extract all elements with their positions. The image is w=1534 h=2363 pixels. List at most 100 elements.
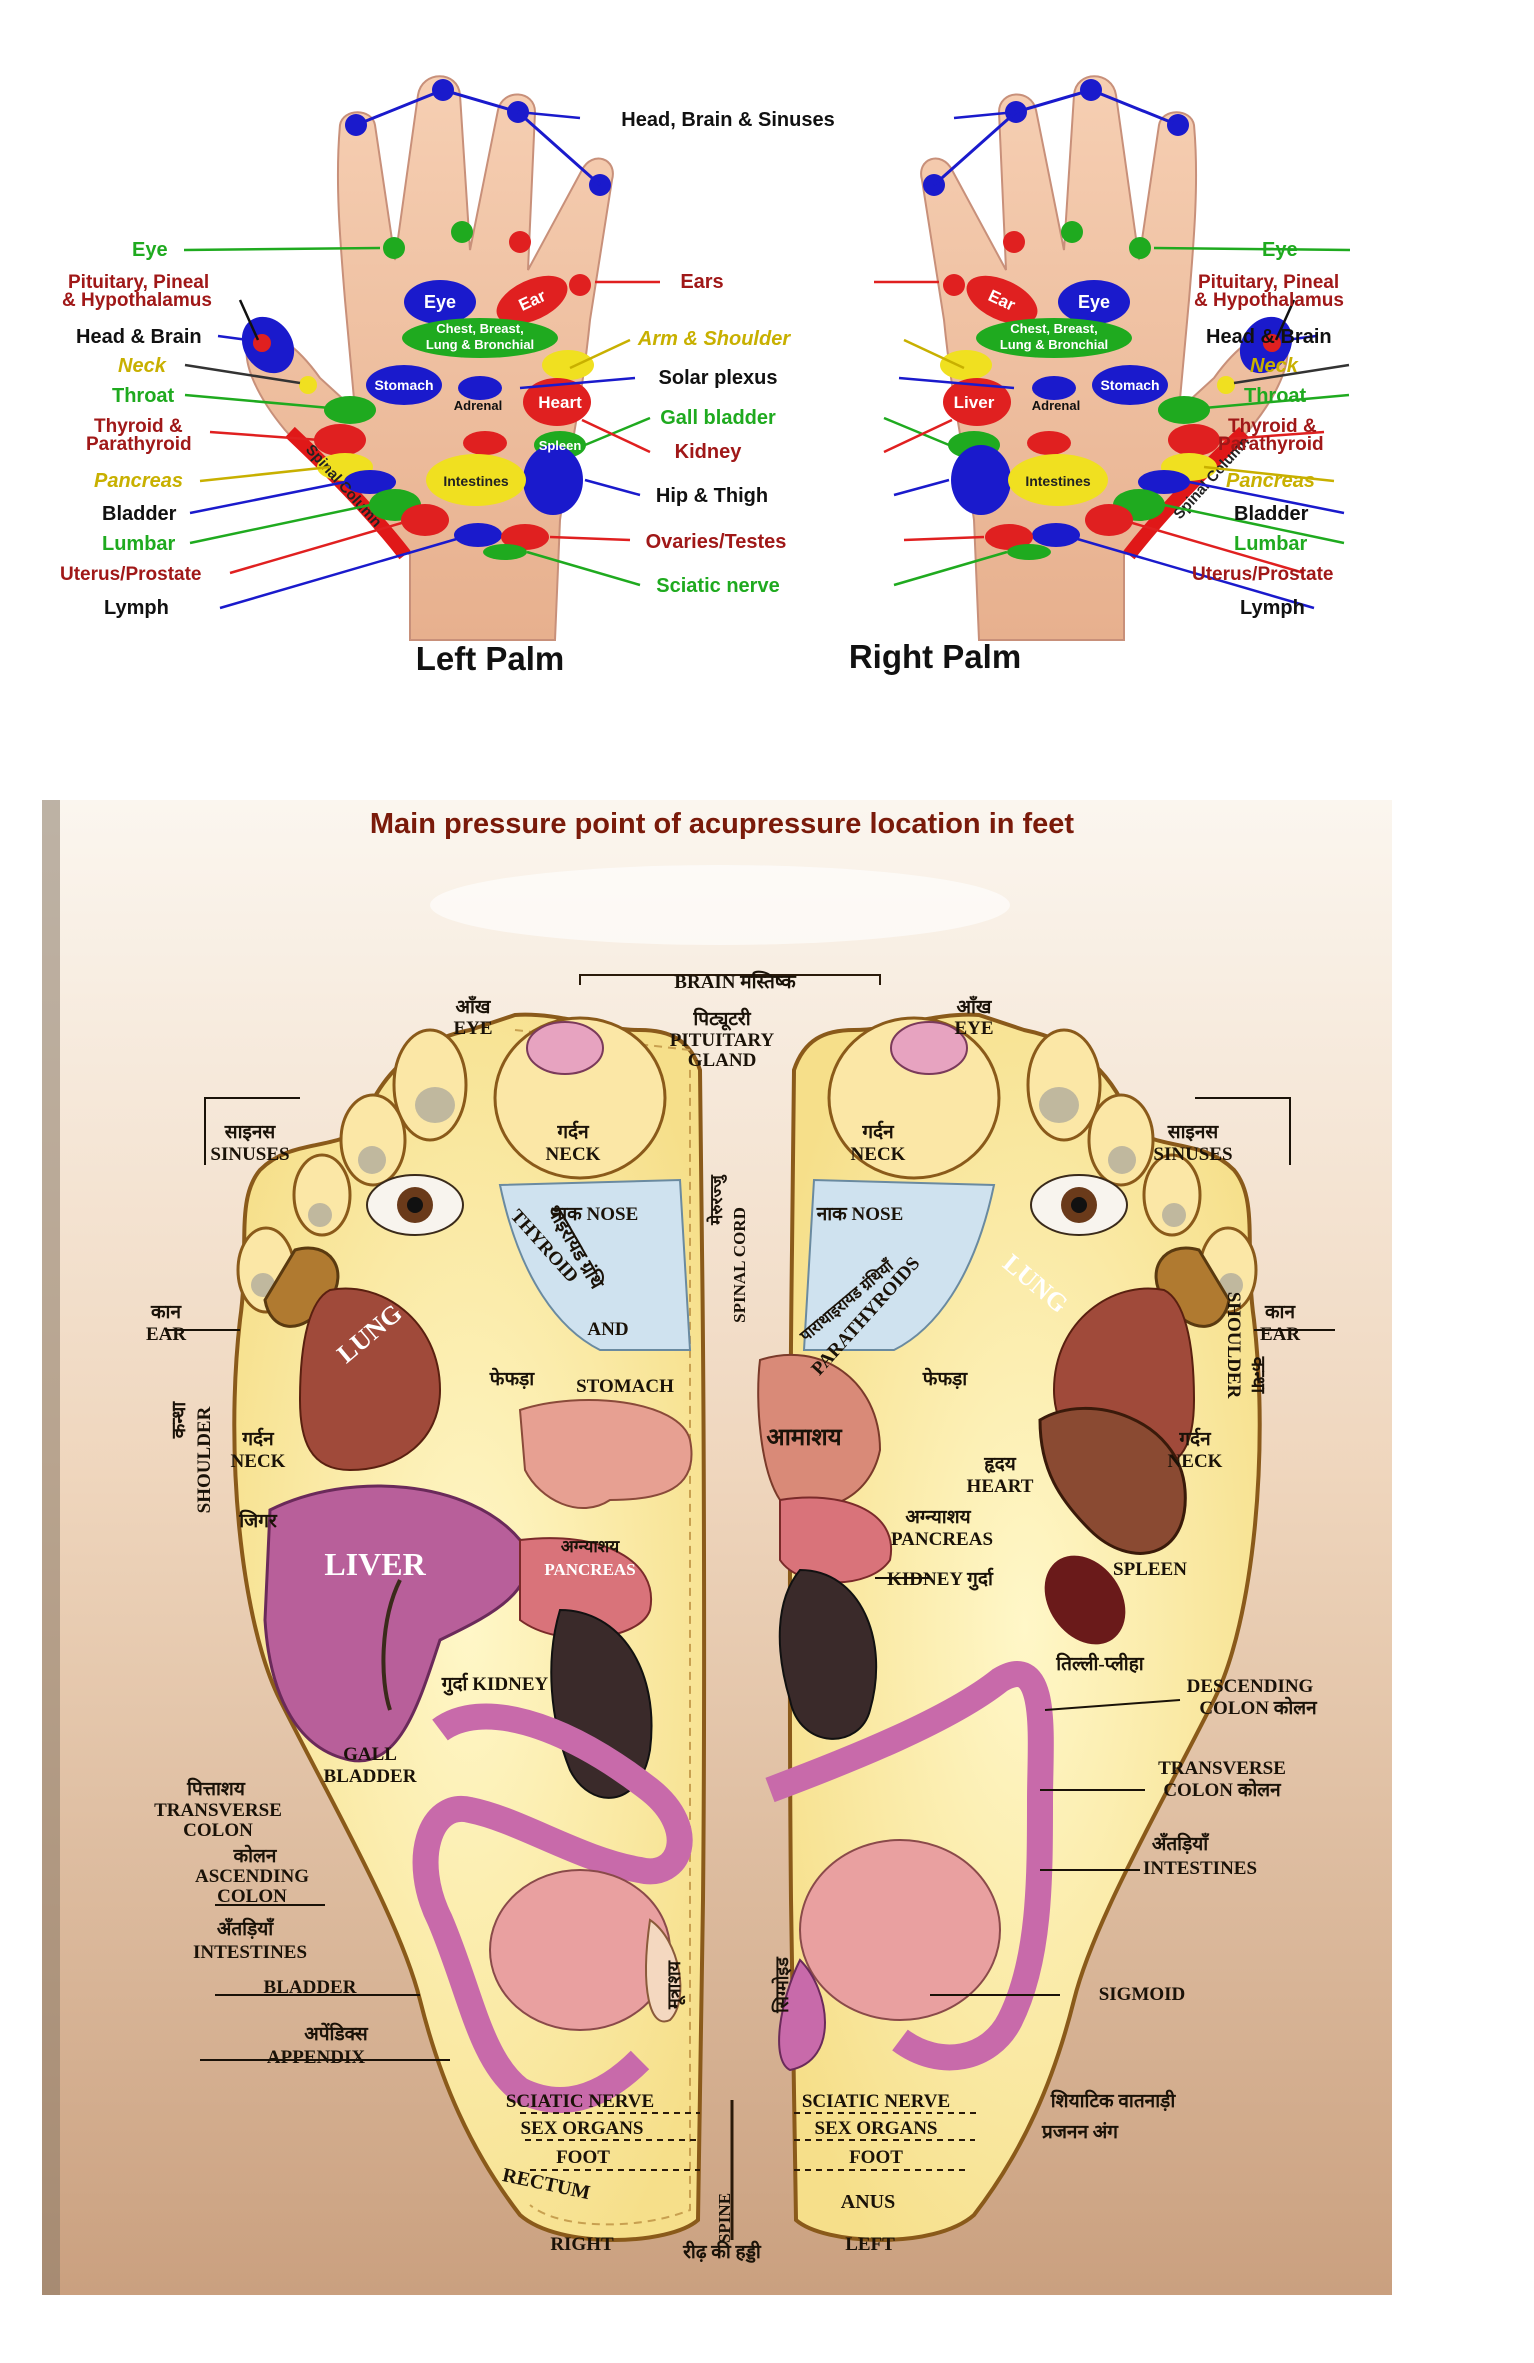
label-pancreas-right: Pancreas	[1226, 470, 1315, 492]
label-gall-1: GALL	[343, 1744, 397, 1765]
label-shoulder-right: SHOULDER	[1223, 1292, 1244, 1399]
left-palm-spleen: Spleen	[539, 438, 582, 453]
label-pancreas-right: PANCREAS	[891, 1529, 993, 1550]
label-throat-right: Throat	[1244, 385, 1307, 407]
label-neck-hi-left: गर्दन	[241, 1427, 275, 1450]
label-neck-left: Neck	[118, 355, 167, 377]
label-thyroid-right-2: Parathyroid	[1218, 434, 1324, 455]
label-intestines-hi-left: अँतड़ियाँ	[217, 1917, 275, 1940]
right-palm-caption: Right Palm	[849, 638, 1021, 675]
label-lung-hi-left: फेफड़ा	[489, 1367, 535, 1390]
kidney-organ-right	[778, 1568, 878, 1740]
label-brain: BRAIN मस्तिष्क	[674, 970, 797, 993]
label-foot-right: FOOT	[849, 2147, 903, 2168]
right-palm-chest-1: Chest, Breast,	[1010, 321, 1097, 336]
label-right-foot: RIGHT	[550, 2234, 614, 2255]
label-liver-hi: जिगर	[238, 1509, 278, 1532]
label-pituitary-right-1: Pituitary, Pineal	[1198, 272, 1339, 293]
right-palm-liver: Liver	[954, 393, 995, 412]
parathyroid-zone	[802, 1178, 996, 1351]
label-stomach-hi: आमाशय	[766, 1425, 842, 1451]
label-neck-left-toe: NECK	[546, 1144, 601, 1165]
label-thyroid-left-1: Thyroid &	[94, 416, 183, 437]
label-ear-hi-left: कान	[150, 1302, 183, 1323]
label-head-brain-left: Head & Brain	[76, 326, 202, 348]
label-ascending: ASCENDING	[195, 1866, 309, 1887]
label-solar-plexus: Solar plexus	[659, 367, 778, 389]
right-hand-labels: Eye Pituitary, Pineal & Hypothalamus Hea…	[1192, 239, 1344, 619]
right-palm-zones	[923, 79, 1293, 560]
brain-organ-right	[890, 1021, 968, 1075]
left-hand-labels: Eye Pituitary, Pineal & Hypothalamus Hea…	[60, 239, 212, 619]
label-shoulder-left: SHOULDER	[194, 1406, 215, 1513]
label-spinal-cord-hi: मेरुरज्जु	[706, 1174, 727, 1226]
left-palm-heart: Heart	[538, 393, 582, 412]
hands-section: Eye Ear Chest, Breast, Lung & Bronchial …	[60, 75, 1351, 677]
label-neck-hi-right: गर्दन	[1178, 1427, 1212, 1450]
label-sex-right: SEX ORGANS	[815, 2118, 938, 2139]
label-spine: SPINE	[715, 2193, 734, 2243]
label-heart: HEART	[967, 1476, 1034, 1497]
right-palm-intestines: Intestines	[1025, 473, 1091, 489]
label-neck-right: Neck	[1250, 355, 1299, 377]
label-colon-left-2: COLON	[217, 1886, 287, 1907]
label-eye-hi-left: आँख	[456, 995, 492, 1018]
colon-organ-right	[765, 1661, 1054, 2071]
label-pancreas-hi-left: अग्न्याशय	[561, 1537, 621, 1556]
label-spinal-cord: SPINAL CORD	[730, 1207, 749, 1323]
label-pituitary-right-2: & Hypothalamus	[1194, 290, 1344, 311]
label-intestines-hi-right: अँतड़ियाँ	[1152, 1832, 1210, 1855]
right-foot-labels: BRAIN मस्तिष्क पिट्यूटरी PITUITARY GLAND…	[146, 970, 1318, 2263]
label-stomach: STOMACH	[576, 1376, 674, 1397]
left-palm-stomach: Stomach	[374, 377, 433, 393]
left-palm-caption: Left Palm	[416, 640, 565, 677]
label-appendix-hi: अपेंडिक्स	[304, 2022, 369, 2045]
right-palm-chest-2: Lung & Bronchial	[1000, 337, 1108, 352]
label-gall-2: BLADDER	[324, 1766, 417, 1787]
label-pituitary-hi: पिट्यूटरी	[692, 1007, 751, 1031]
label-descending-1: DESCENDING	[1187, 1676, 1314, 1697]
center-hand-labels: Head, Brain & Sinuses Ears Arm & Shoulde…	[621, 109, 834, 597]
left-palm-adrenal: Adrenal	[454, 398, 502, 413]
right-leader-lines	[874, 110, 1351, 610]
label-eye-left: Eye	[132, 239, 168, 261]
label-ear-hi-right: कान	[1264, 1302, 1297, 1323]
stomach-organ-right	[757, 1353, 882, 1509]
label-throat-left: Throat	[112, 385, 175, 407]
label-head-brain-right: Head & Brain	[1206, 326, 1332, 348]
label-lumbar-left: Lumbar	[102, 533, 176, 555]
left-palm-zones	[241, 79, 611, 560]
left-palm-intestines: Intestines	[443, 473, 509, 489]
left-palm-chest-2: Lung & Bronchial	[426, 337, 534, 352]
label-pancreas-left: Pancreas	[94, 470, 183, 492]
label-ear-left: EAR	[146, 1324, 186, 1345]
left-leader-lines	[183, 110, 660, 610]
left-palm-chest-1: Chest, Breast,	[436, 321, 523, 336]
label-sinus-hi-left: साइनस	[224, 1122, 277, 1143]
label-sinus-left: SINUSES	[210, 1144, 289, 1165]
feet-leader-lines	[165, 1097, 1335, 2061]
feet-divisions	[520, 974, 980, 2240]
label-bladder: BLADDER	[264, 1977, 357, 1998]
label-nose-right: नाक NOSE	[816, 1204, 904, 1225]
right-palm-eye: Eye	[1078, 292, 1110, 312]
right-foot-organs	[251, 1021, 693, 2113]
colon-organ-left	[412, 1703, 693, 2113]
left-palm-eye: Eye	[424, 292, 456, 312]
label-lymph-right: Lymph	[1240, 597, 1305, 619]
brain-organ-left	[526, 1021, 604, 1075]
label-and: AND	[587, 1319, 628, 1340]
label-intestines-left: INTESTINES	[193, 1942, 307, 1963]
right-palm-stomach: Stomach	[1100, 377, 1159, 393]
label-thyroid-left-2: Parathyroid	[86, 434, 192, 455]
label-sex-hi: प्रजनन अंग	[1041, 2121, 1119, 2143]
label-pancreas-hi-right: अग्न्याशय	[905, 1507, 971, 1528]
label-sciatic-right: SCIATIC NERVE	[802, 2091, 950, 2112]
label-shoulder-hi-left: कन्धा	[169, 1401, 190, 1440]
label-bladder-hi-left: मूत्राशय	[664, 1959, 686, 2010]
label-ovaries-testes: Ovaries/Testes	[646, 531, 787, 553]
label-sigmoid: SIGMOID	[1099, 1984, 1186, 2005]
intestines-organ-right	[799, 1839, 1001, 2021]
right-palm-adrenal: Adrenal	[1032, 398, 1080, 413]
